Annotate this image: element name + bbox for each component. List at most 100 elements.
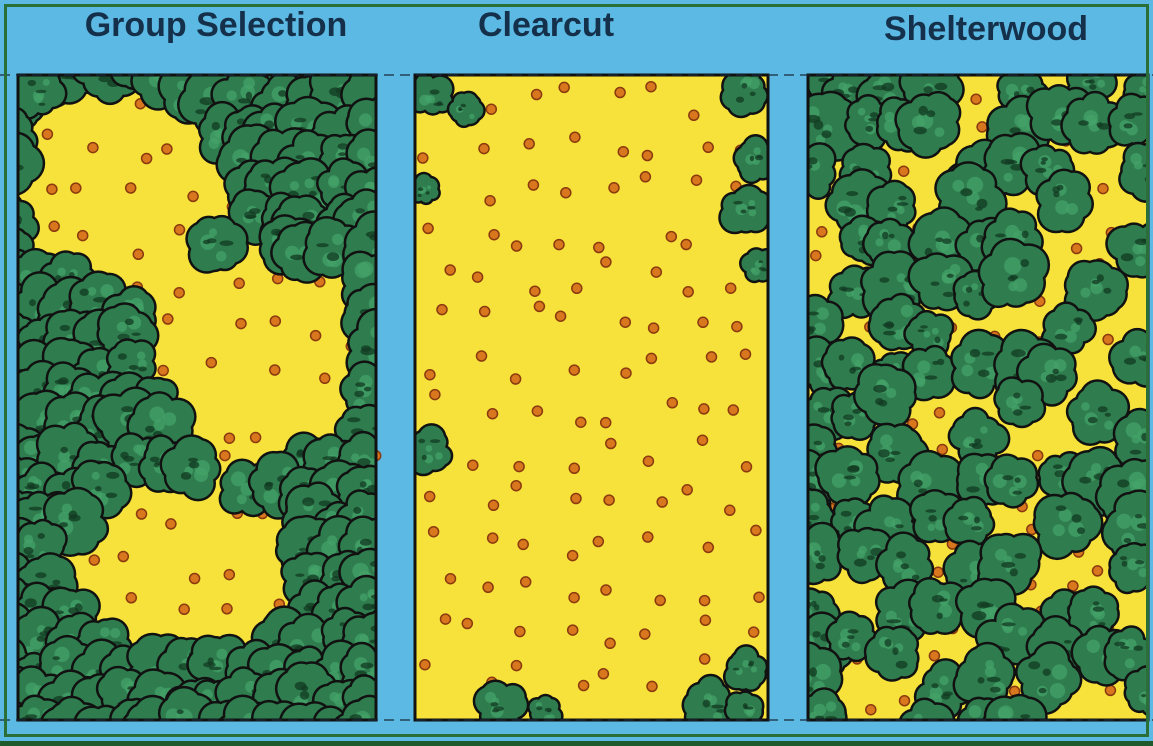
seedling-dot bbox=[606, 439, 616, 449]
seedling-dot bbox=[741, 349, 751, 359]
seedling-dot bbox=[270, 365, 280, 375]
seedling-dot bbox=[698, 435, 708, 445]
seedling-dot bbox=[618, 147, 628, 157]
seedling-dot bbox=[190, 574, 200, 584]
seedling-dot bbox=[593, 537, 603, 547]
seedling-dot bbox=[681, 240, 691, 250]
seedling-dot bbox=[188, 191, 198, 201]
seedling-dot bbox=[251, 433, 261, 443]
panel-group-selection bbox=[0, 33, 413, 741]
seedling-dot bbox=[728, 405, 738, 415]
seedling-dot bbox=[621, 368, 631, 378]
seedling-dot bbox=[643, 456, 653, 466]
seedling-dot bbox=[749, 627, 759, 637]
seedling-dot bbox=[605, 638, 615, 648]
seedling-dot bbox=[224, 433, 234, 443]
seedling-dot bbox=[646, 82, 656, 92]
seedling-dot bbox=[554, 240, 564, 250]
seedling-dot bbox=[175, 225, 185, 235]
seedling-dot bbox=[166, 519, 176, 529]
seedling-dot bbox=[524, 139, 534, 149]
seedling-dot bbox=[579, 681, 589, 691]
seedling-dot bbox=[158, 366, 168, 376]
seedling-dot bbox=[569, 593, 579, 603]
title-group-selection: Group Selection bbox=[85, 6, 348, 44]
seedling-dot bbox=[521, 577, 531, 587]
seedling-dot bbox=[692, 175, 702, 185]
seedling-dot bbox=[311, 331, 321, 341]
seedling-dot bbox=[601, 585, 611, 595]
seedling-dot bbox=[236, 319, 246, 329]
seedling-dot bbox=[699, 404, 709, 414]
seedling-dot bbox=[179, 604, 189, 614]
seedling-dot bbox=[935, 408, 945, 418]
seedling-dot bbox=[126, 183, 136, 193]
seedling-dot bbox=[534, 301, 544, 311]
seedling-dot bbox=[532, 406, 542, 416]
seedling-dot bbox=[640, 172, 650, 182]
seedling-dot bbox=[420, 660, 430, 670]
seedling-dot bbox=[446, 574, 456, 584]
seedling-dot bbox=[532, 90, 542, 100]
seedling-dot bbox=[561, 188, 571, 198]
seedling-dot bbox=[126, 593, 136, 603]
seedling-dot bbox=[418, 153, 428, 163]
seedling-dot bbox=[568, 625, 578, 635]
seedling-dot bbox=[683, 287, 693, 297]
seedling-dot bbox=[682, 485, 692, 495]
seedling-dot bbox=[468, 460, 478, 470]
seedling-dot bbox=[441, 614, 451, 624]
seedling-dot bbox=[817, 227, 827, 237]
seedling-dot bbox=[572, 283, 582, 293]
seedling-dot bbox=[488, 409, 498, 419]
seedling-dot bbox=[1103, 335, 1113, 345]
seedling-dot bbox=[640, 629, 650, 639]
seedling-dot bbox=[429, 527, 439, 537]
seedling-dot bbox=[559, 82, 569, 92]
seedling-dot bbox=[646, 353, 656, 363]
seedling-dot bbox=[518, 539, 528, 549]
seedling-dot bbox=[511, 374, 521, 384]
seedling-dot bbox=[47, 184, 57, 194]
seedling-dot bbox=[929, 651, 939, 661]
seedling-dot bbox=[900, 696, 910, 706]
seedling-dot bbox=[42, 129, 52, 139]
seedling-dot bbox=[707, 352, 717, 362]
seedling-dot bbox=[609, 183, 619, 193]
seedling-dot bbox=[1072, 244, 1082, 254]
seedling-dot bbox=[1093, 566, 1103, 576]
seedling-dot bbox=[512, 661, 522, 671]
seedling-dot bbox=[977, 122, 987, 132]
seedling-dot bbox=[725, 505, 735, 515]
seedling-dot bbox=[651, 267, 661, 277]
seedling-dot bbox=[698, 317, 708, 327]
seedling-dot bbox=[754, 592, 764, 602]
seedling-dot bbox=[71, 183, 81, 193]
seedling-dot bbox=[511, 481, 521, 491]
seedling-dot bbox=[700, 615, 710, 625]
seedling-dot bbox=[1098, 184, 1108, 194]
seedling-dot bbox=[423, 223, 433, 233]
seedling-dot bbox=[570, 132, 580, 142]
seedling-dot bbox=[700, 654, 710, 664]
seedling-dot bbox=[220, 451, 230, 461]
seedling-dot bbox=[479, 144, 489, 154]
seedling-dot bbox=[666, 232, 676, 242]
seedling-dot bbox=[732, 322, 742, 332]
seedling-dot bbox=[667, 398, 677, 408]
seedling-dot bbox=[137, 509, 147, 519]
seedling-dot bbox=[224, 570, 234, 580]
seedling-dot bbox=[568, 551, 578, 561]
title-clearcut: Clearcut bbox=[478, 6, 614, 44]
seedling-dot bbox=[642, 151, 652, 161]
seedling-dot bbox=[689, 110, 699, 120]
panel-shelterwood bbox=[774, 46, 1153, 741]
seedling-dot bbox=[700, 596, 710, 606]
seedling-dot bbox=[88, 143, 98, 153]
seedling-dot bbox=[78, 231, 88, 241]
seedling-dot bbox=[649, 323, 659, 333]
seedling-dot bbox=[483, 582, 493, 592]
seedling-dot bbox=[162, 144, 172, 154]
seedling-dot bbox=[489, 230, 499, 240]
